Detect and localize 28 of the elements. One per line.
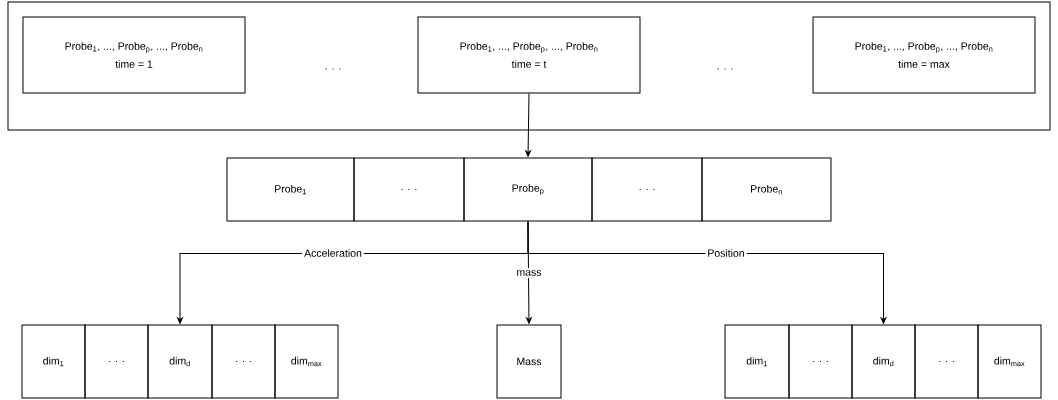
table-cell: dim$_{1}$ [724, 324, 790, 399]
frame-box: Probe$_{1}$, ..., Probe$_{p}$, ..., Probe$_{n}$ time = t [417, 16, 641, 94]
arrow [525, 93, 531, 157]
arrow [527, 221, 887, 324]
edge-label: Acceleration [302, 247, 364, 259]
edge-label: mass [514, 268, 544, 278]
table-cell: . . . [84, 324, 149, 399]
ellipsis-text: . . . [325, 68, 341, 70]
table-cell: dim$_{1}$ [21, 324, 86, 399]
table-cell: . . . [914, 324, 979, 399]
frame-box: Probe$_{1}$, ..., Probe$_{p}$, ..., Probe$_{n}$ time = max [812, 16, 1036, 94]
table-cell: Probe$_{n}$ [701, 157, 832, 222]
frame-box: Probe$_{1}$, ..., Probe$_{p}$, ..., Probe$_{n}$ time = 1 [22, 16, 246, 94]
table-cell: . . . [788, 324, 853, 399]
table-cell: . . . [591, 157, 703, 222]
arrow [526, 221, 532, 324]
table-cell: Probe$_{1}$ [226, 157, 355, 222]
ellipsis-text: . . . [717, 68, 733, 70]
table-cell: . . . [211, 324, 276, 399]
table-cell: dim$_{max}$ [977, 324, 1042, 399]
table-cell: dim$_{d}$ [147, 324, 213, 399]
table-cell: dim$_{d}$ [851, 324, 916, 399]
table-cell: dim$_{max}$ [274, 324, 339, 399]
table-cell: Probe$_{p}$ [463, 157, 593, 222]
edge-label: Position [705, 247, 747, 259]
container-box [7, 1, 1051, 131]
table-cell: . . . [353, 157, 465, 222]
table-cell: Mass [496, 324, 562, 399]
